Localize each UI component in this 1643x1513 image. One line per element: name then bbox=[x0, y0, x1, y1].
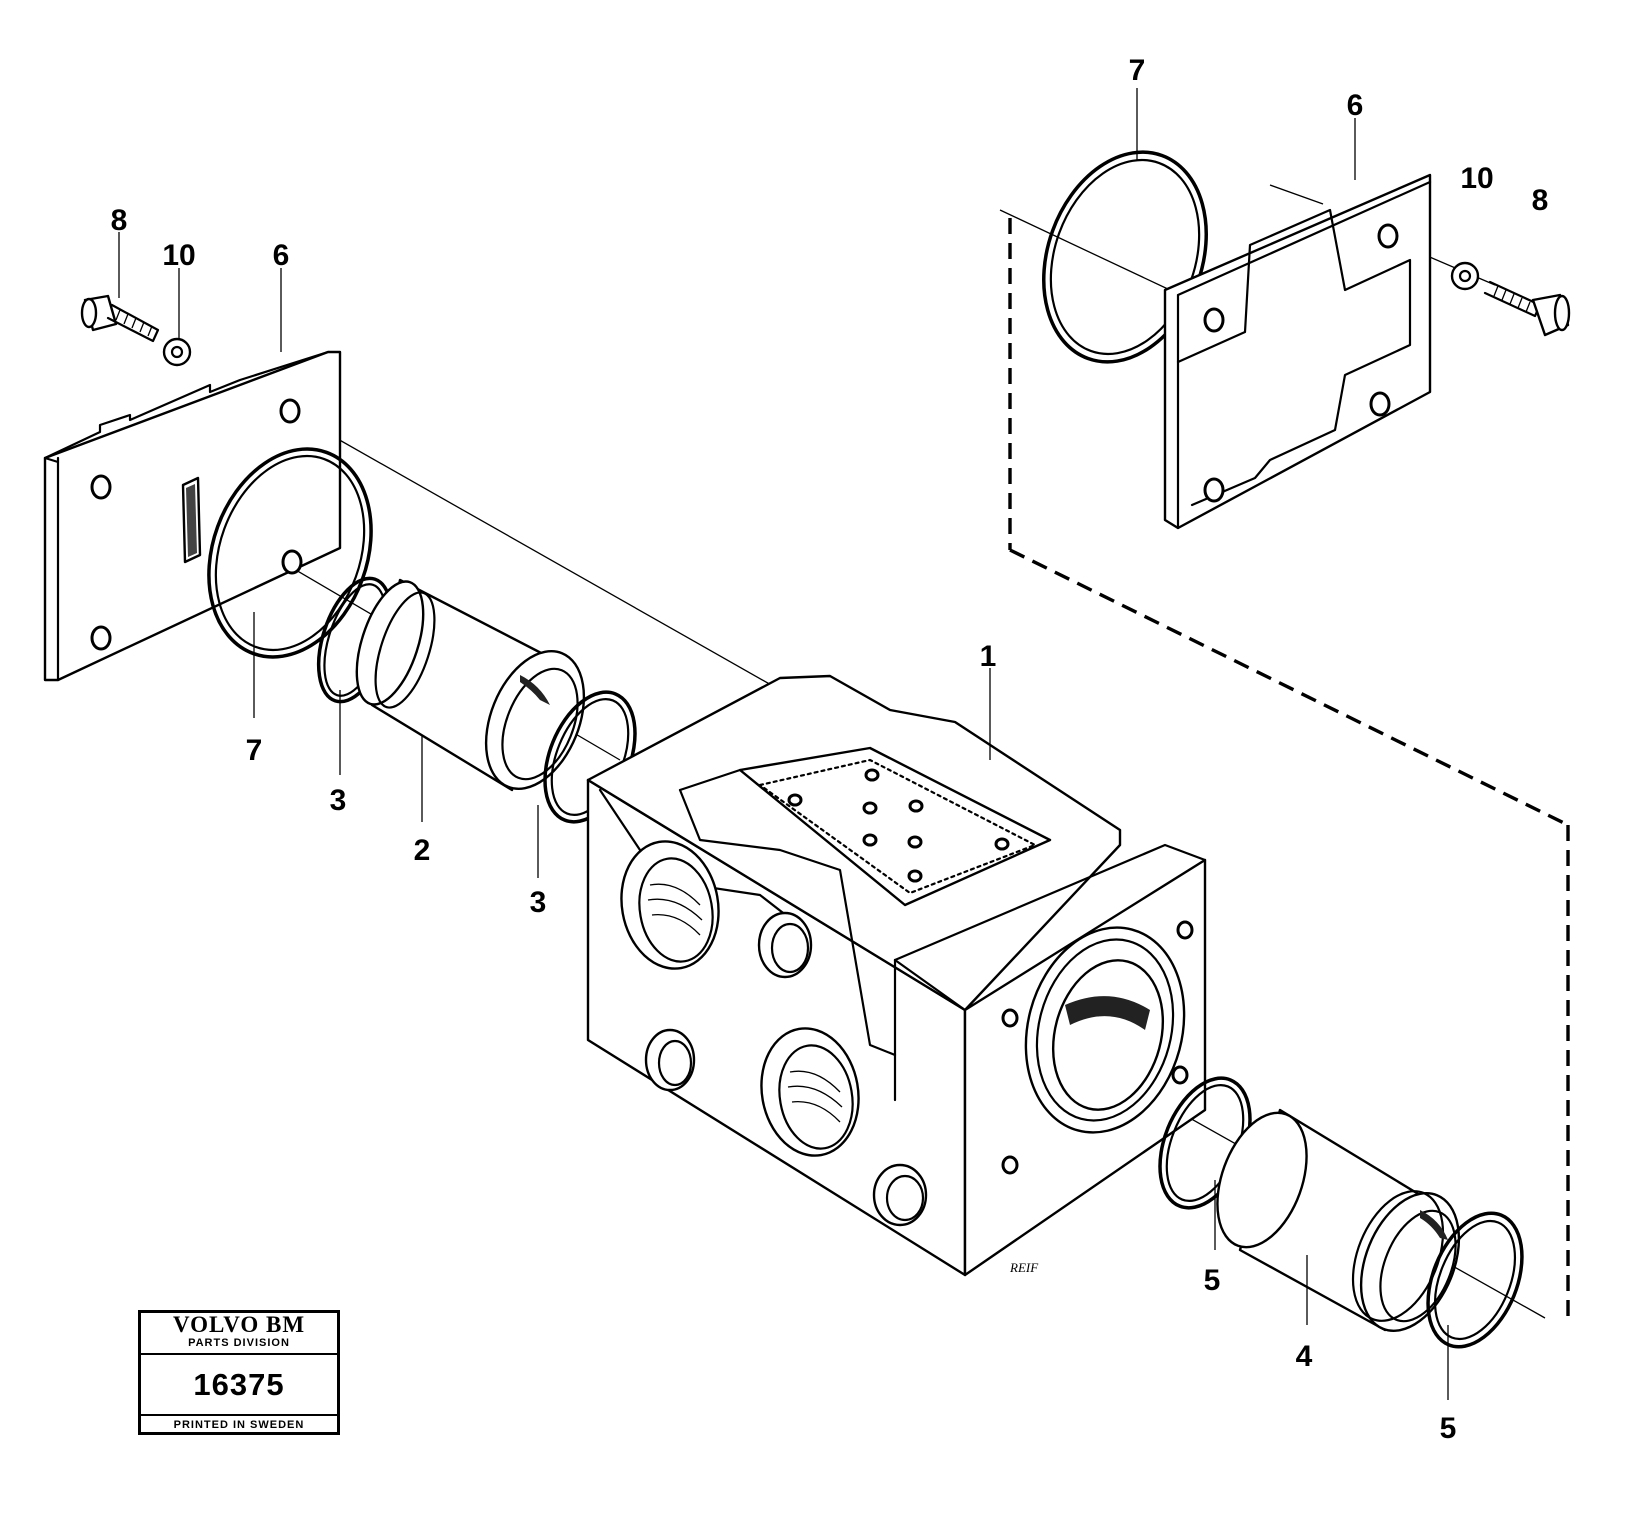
callout-10-top-right: 10 bbox=[1460, 162, 1493, 195]
stamp-header: VOLVO BM PARTS DIVISION bbox=[141, 1313, 337, 1355]
left-cover-plate bbox=[43, 350, 342, 682]
top-right-cover-plate bbox=[1163, 173, 1432, 530]
callout-labels: 7 6 10 8 8 10 6 7 3 2 3 1 5 4 5 bbox=[111, 54, 1549, 1445]
right-seal-ring-b bbox=[1426, 1211, 1524, 1349]
top-right-washer bbox=[1450, 261, 1480, 291]
callout-7-left: 7 bbox=[246, 734, 263, 767]
callout-1-body: 1 bbox=[980, 640, 997, 673]
top-right-bolt bbox=[1483, 280, 1571, 337]
callout-2-left: 2 bbox=[414, 834, 431, 867]
stamp-division: PARTS DIVISION bbox=[188, 1337, 290, 1349]
left-sleeve bbox=[355, 578, 586, 792]
stamp-illustration-number: 16375 bbox=[141, 1355, 337, 1416]
callout-leaders bbox=[118, 88, 1449, 1400]
callout-8-left: 8 bbox=[111, 204, 128, 237]
callout-6-left: 6 bbox=[273, 239, 290, 272]
left-washer bbox=[162, 337, 192, 367]
alternative-cover-bracket bbox=[1008, 218, 1570, 1320]
callout-3-left-b: 3 bbox=[530, 886, 547, 919]
callout-3-left-a: 3 bbox=[330, 784, 347, 817]
right-sleeve bbox=[1216, 1108, 1461, 1332]
left-bolt bbox=[80, 294, 160, 343]
callout-5-right-a: 5 bbox=[1204, 1264, 1221, 1297]
drafter-signature: REIF bbox=[1009, 1260, 1039, 1275]
parts-catalogue-stamp: VOLVO BM PARTS DIVISION 16375 PRINTED IN… bbox=[138, 1310, 340, 1435]
callout-5-right-b: 5 bbox=[1440, 1412, 1457, 1445]
stamp-brand: VOLVO BM bbox=[172, 1312, 306, 1337]
callout-6-top-right: 6 bbox=[1347, 89, 1364, 122]
stamp-printed-note: PRINTED IN SWEDEN bbox=[173, 1419, 305, 1431]
callout-8-top-right: 8 bbox=[1532, 184, 1549, 217]
callout-10-left: 10 bbox=[162, 239, 195, 272]
valve-body bbox=[586, 674, 1207, 1277]
callout-4-right: 4 bbox=[1296, 1340, 1313, 1373]
callout-7-top-right: 7 bbox=[1129, 54, 1146, 87]
